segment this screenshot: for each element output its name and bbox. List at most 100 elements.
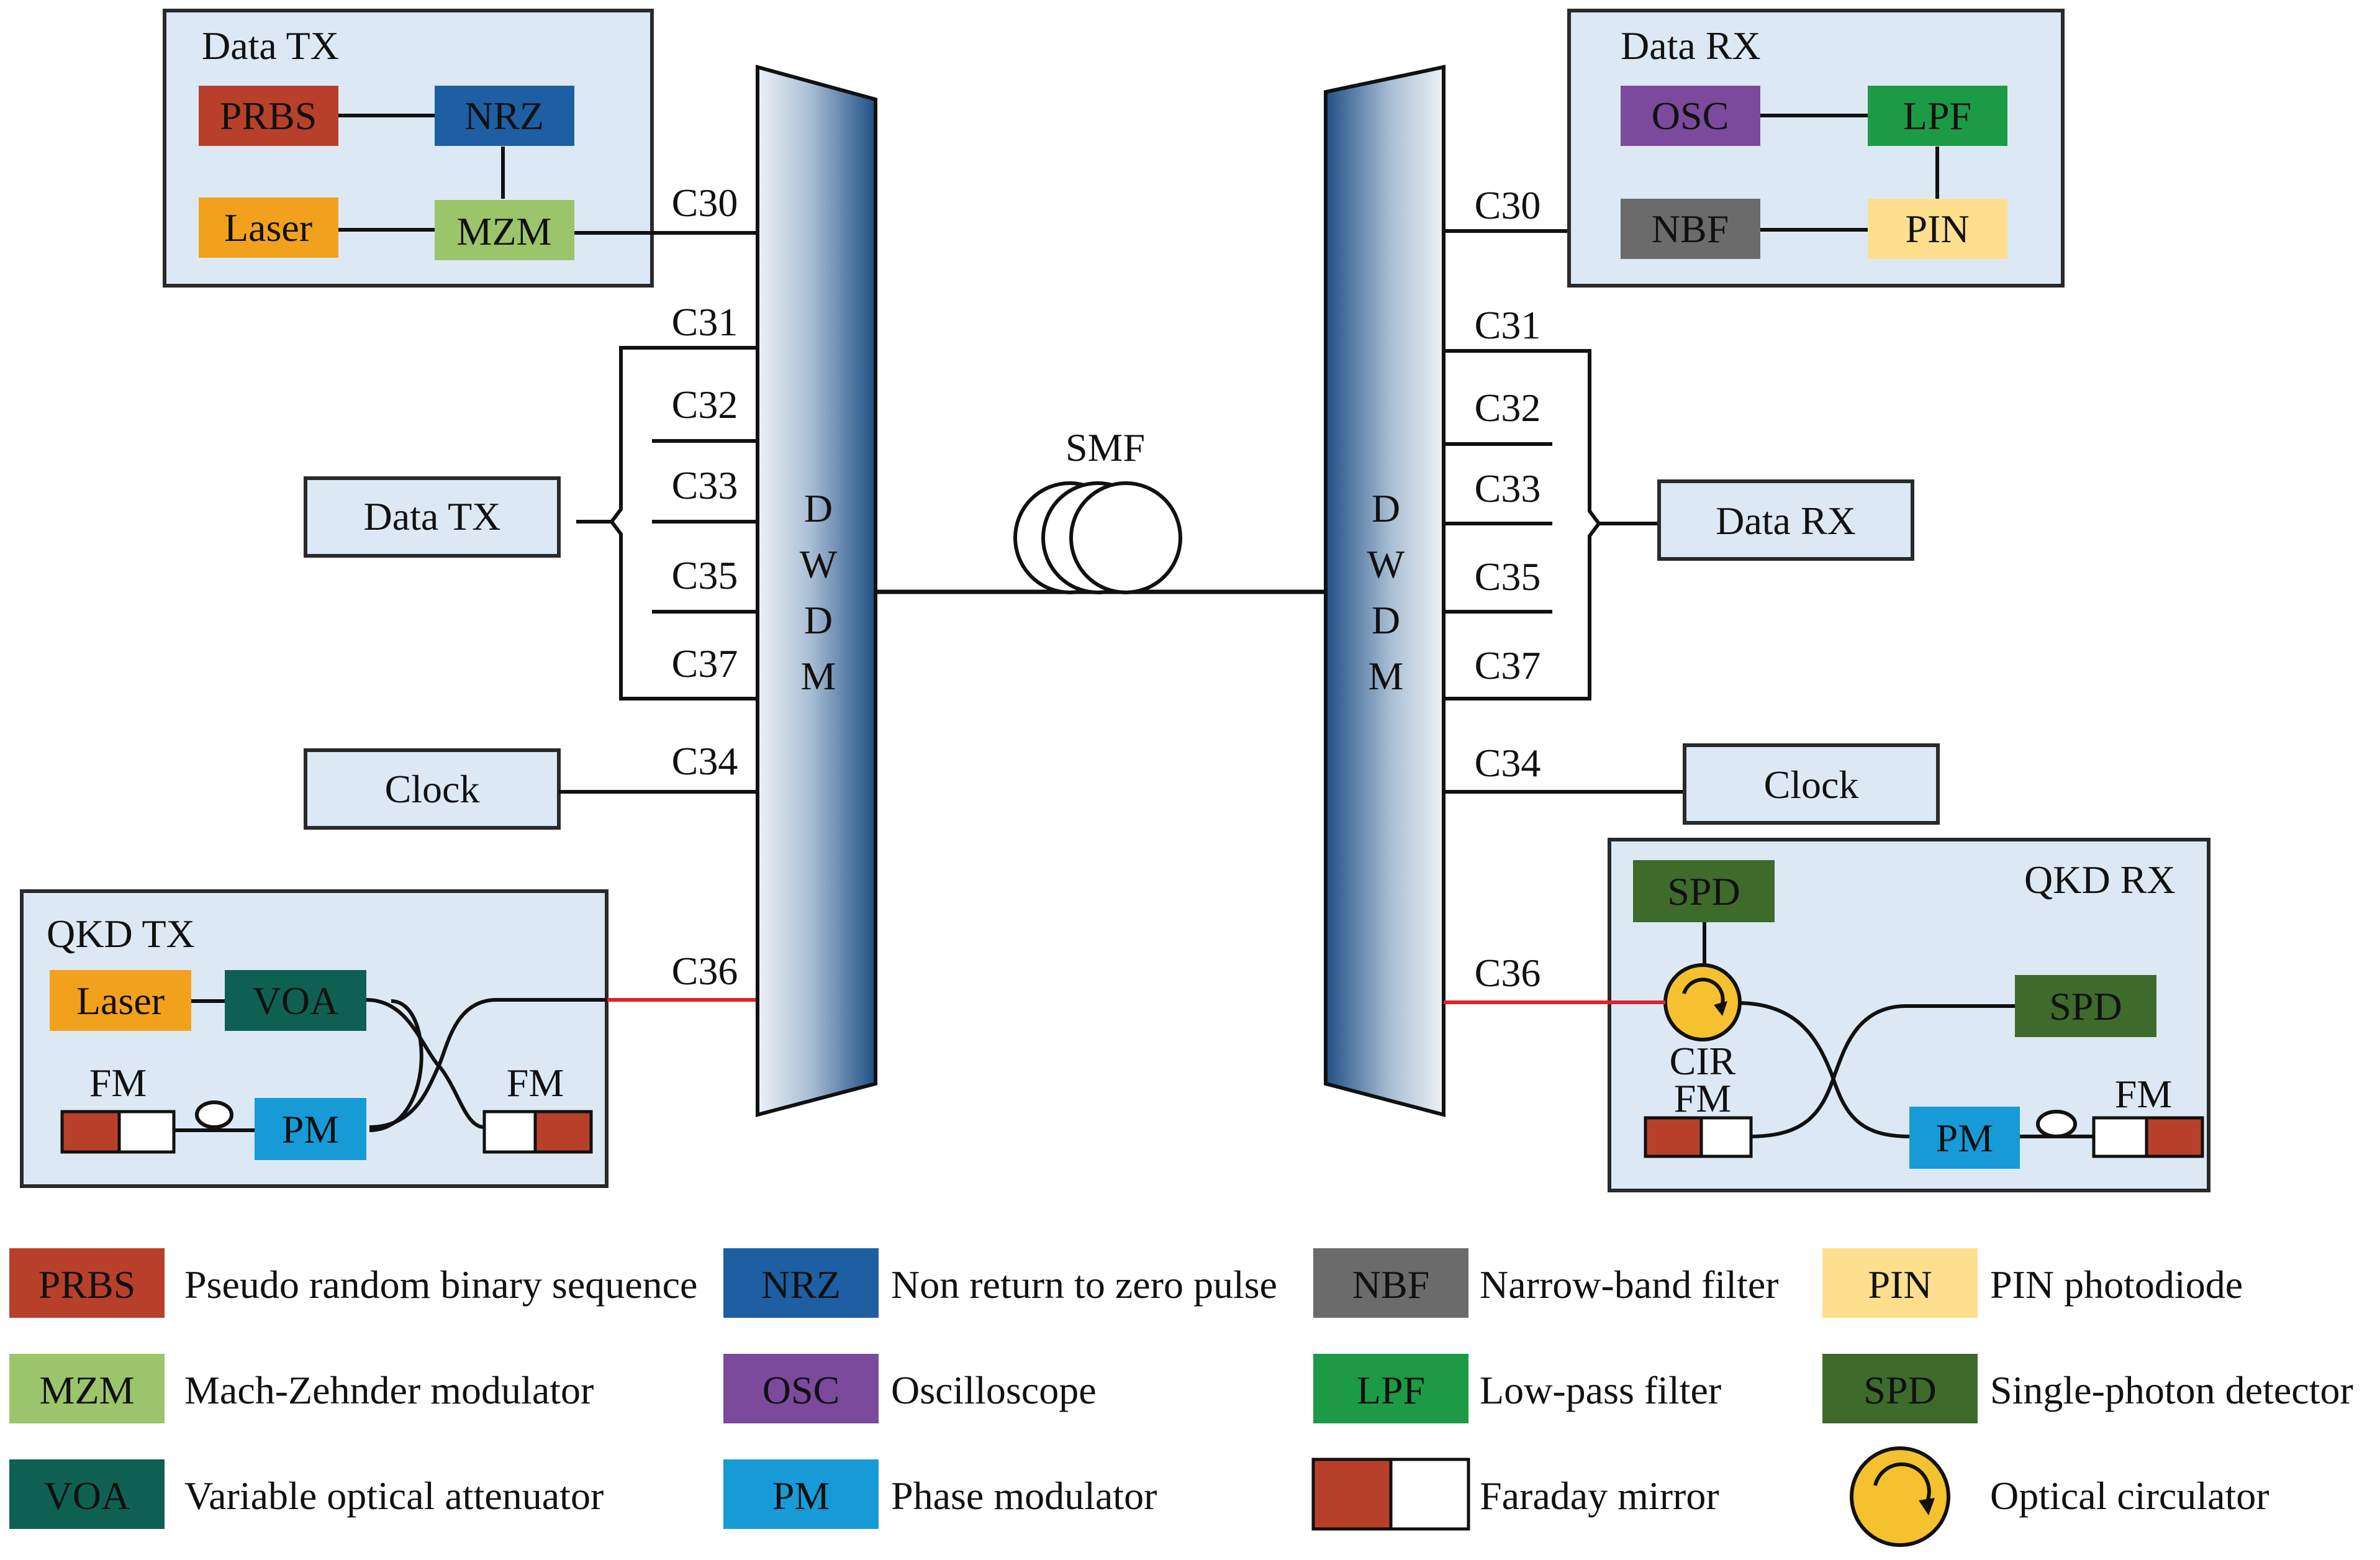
faraday-mirror-left <box>60 1110 176 1154</box>
legend-description: Phase modulator <box>891 1474 1157 1518</box>
legend-swatch <box>1313 1354 1468 1423</box>
right-dwdm: D W D M <box>1324 65 1446 1117</box>
svg-text:W: W <box>800 542 838 586</box>
legend-description: PIN photodiode <box>1990 1263 2243 1307</box>
svg-text:W: W <box>1367 542 1405 586</box>
svg-text:Data RX: Data RX <box>1716 499 1856 543</box>
spd-top-block: SPD <box>1633 860 1775 922</box>
svg-text:PM: PM <box>282 1107 340 1151</box>
data-tx-box: Data TX <box>304 476 561 558</box>
right-c35-label: C35 <box>1475 555 1541 599</box>
clock-right-box: Clock <box>1683 743 1940 825</box>
legend-item: Optical circulator <box>1850 1446 2269 1547</box>
data-tx-panel-title: Data TX <box>202 24 339 68</box>
svg-text:SPD: SPD <box>2049 984 2122 1028</box>
svg-text:SPD: SPD <box>1667 869 1740 914</box>
legend-item: NRZ Non return to zero pulse <box>723 1248 1277 1318</box>
legend-swatch <box>1822 1354 1978 1423</box>
legend-swatch <box>9 1459 165 1529</box>
left-c31-label: C31 <box>672 300 738 344</box>
right-c34-label: C34 <box>1475 741 1541 785</box>
rx-fm-right-label: FM <box>2115 1072 2173 1116</box>
legend-abbr: PIN <box>1868 1263 1932 1307</box>
left-dwdm: D W D M <box>756 65 877 1117</box>
legend-circulator-arrow-icon <box>1873 1462 1931 1505</box>
svg-text:PM: PM <box>1936 1116 1994 1160</box>
left-c37-label: C37 <box>672 642 738 686</box>
legend-abbr: NRZ <box>761 1263 841 1307</box>
cir-label: CIR <box>1670 1039 1736 1083</box>
left-c36-label: C36 <box>672 949 738 993</box>
svg-text:NRZ: NRZ <box>464 94 544 138</box>
data-rx-box: Data RX <box>1657 479 1914 561</box>
voa-block: VOA <box>225 970 366 1031</box>
legend-swatch <box>1822 1248 1978 1318</box>
legend-description: Oscilloscope <box>891 1368 1097 1412</box>
legend-circulator-icon <box>1850 1446 1950 1547</box>
svg-text:D: D <box>804 486 833 530</box>
legend-abbr: SPD <box>1863 1368 1936 1412</box>
qkd-rx-panel-title: QKD RX <box>2024 858 2176 902</box>
svg-text:Clock: Clock <box>385 767 480 811</box>
legend-swatch <box>723 1248 879 1318</box>
svg-text:D: D <box>1372 598 1400 642</box>
qkd-tx-laser-block: Laser <box>50 970 191 1031</box>
svg-text:OSC: OSC <box>1652 94 1729 138</box>
svg-text:M: M <box>801 654 836 698</box>
svg-text:Clock: Clock <box>1764 763 1859 807</box>
osc-block: OSC <box>1621 86 1760 146</box>
nrz-block: NRZ <box>435 86 574 146</box>
legend-description: Pseudo random binary sequence <box>184 1263 697 1307</box>
svg-text:LPF: LPF <box>1903 94 1971 138</box>
smf-spool-icon <box>1013 481 1182 594</box>
legend-faraday-mirror-swatch-white <box>1389 1458 1470 1531</box>
mzm-block: MZM <box>435 200 574 260</box>
qkd-rx-pm-block: PM <box>1909 1107 2020 1169</box>
left-c33-label: C33 <box>672 463 738 507</box>
legend-description: Optical circulator <box>1990 1474 2269 1518</box>
right-data-channel-bracket <box>1444 349 1658 701</box>
right-c37-label: C37 <box>1475 643 1541 687</box>
legend-item: Faraday mirror <box>1311 1458 1719 1531</box>
nbf-block: NBF <box>1621 199 1760 259</box>
fm-right-label: FM <box>507 1061 564 1105</box>
legend-description: Non return to zero pulse <box>891 1263 1277 1307</box>
data-rx-panel-title: Data RX <box>1621 24 1761 68</box>
left-c30-label: C30 <box>672 181 738 225</box>
legend-swatch <box>9 1248 165 1318</box>
right-c31-label: C31 <box>1475 303 1541 347</box>
legend-abbr: VOA <box>44 1474 130 1518</box>
spd-right-block: SPD <box>2015 975 2156 1037</box>
svg-text:Data TX: Data TX <box>364 494 501 538</box>
svg-text:PRBS: PRBS <box>220 94 317 138</box>
right-c36-label: C36 <box>1475 951 1541 995</box>
right-c32-label: C32 <box>1475 386 1541 430</box>
legend-description: Narrow-band filter <box>1480 1263 1779 1307</box>
smf-label: SMF <box>1066 425 1145 469</box>
legend-item: PRBS Pseudo random binary sequence <box>9 1248 697 1318</box>
right-c30-label: C30 <box>1475 183 1541 227</box>
qkd-rx-panel: QKD RX SPD SPD CIR FM PM FM <box>1608 838 2210 1192</box>
svg-text:M: M <box>1369 654 1404 698</box>
legend-swatch <box>723 1354 879 1423</box>
legend-swatch <box>1313 1248 1468 1318</box>
legend: PRBS Pseudo random binary sequence NRZ Non … <box>9 1248 2353 1547</box>
qkd-tx-pm-block: PM <box>255 1098 366 1160</box>
prbs-block: PRBS <box>199 86 338 146</box>
svg-text:MZM: MZM <box>457 209 552 253</box>
rx-fm-left-label: FM <box>1674 1076 1732 1120</box>
legend-description: Low-pass filter <box>1480 1368 1721 1412</box>
qkd-tx-panel: QKD TX Laser VOA PM FM FM <box>20 889 609 1188</box>
legend-swatch <box>723 1459 879 1529</box>
legend-swatch <box>9 1354 165 1423</box>
data-tx-panel: Data TX PRBS NRZ Laser MZM <box>163 9 654 288</box>
svg-text:D: D <box>1372 486 1400 530</box>
svg-text:Laser: Laser <box>224 206 312 250</box>
laser-block: Laser <box>199 197 338 258</box>
legend-abbr: MZM <box>40 1368 135 1412</box>
legend-abbr: PRBS <box>38 1263 136 1307</box>
